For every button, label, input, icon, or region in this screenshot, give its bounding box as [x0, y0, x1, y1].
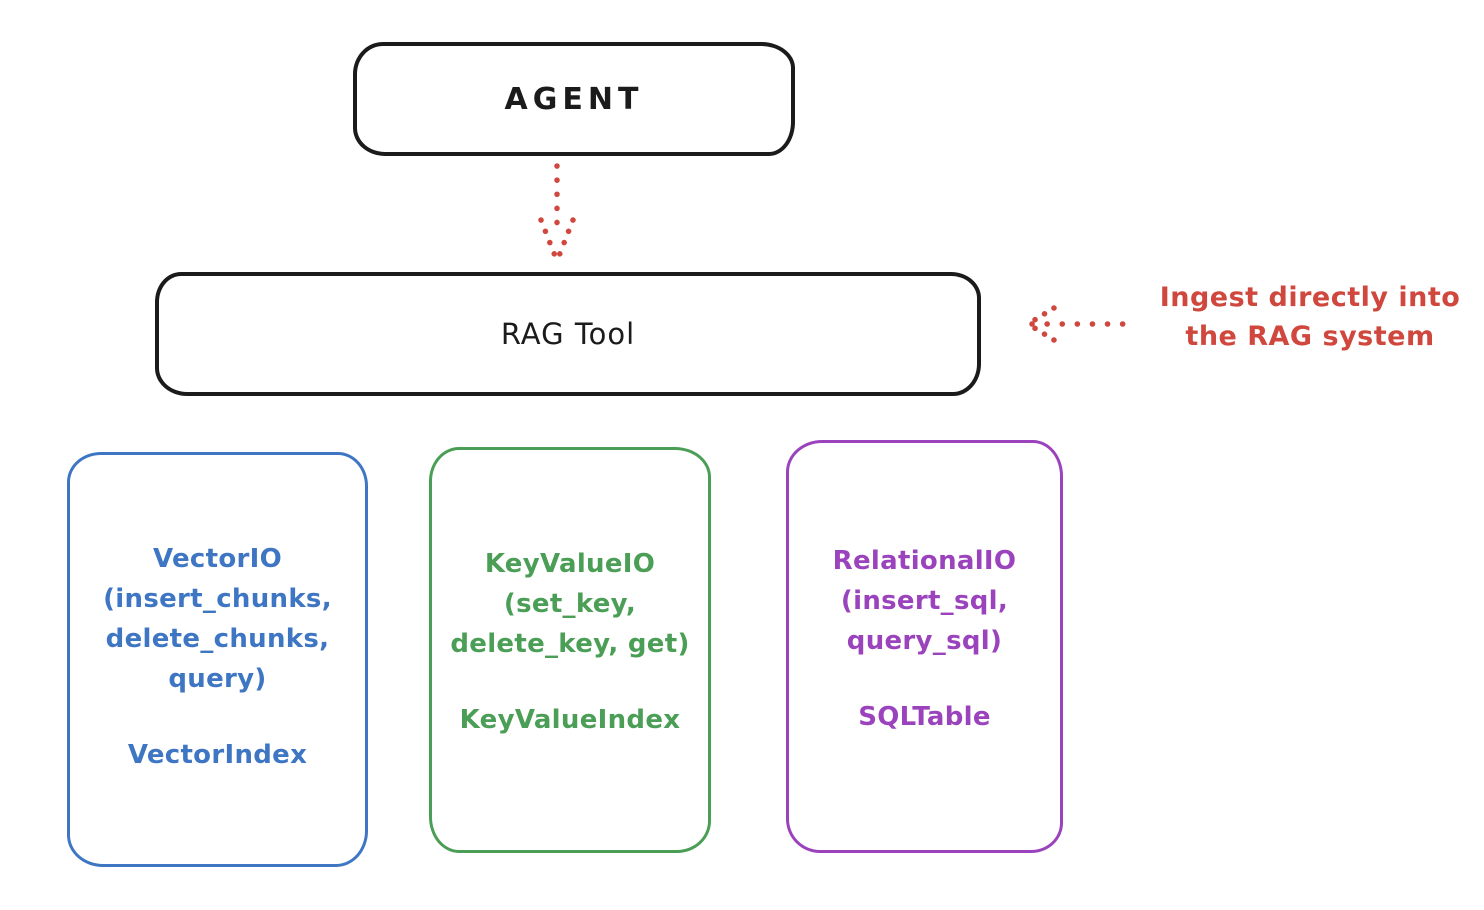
key-value-io-box: KeyValueIO (set_key, delete_key, get) Ke… [429, 447, 711, 853]
vector-io-title-line-4: query) [168, 664, 267, 694]
rag-tool-label: RAG Tool [500, 317, 636, 351]
relational-io-box: RelationalIO (insert_sql, query_sql) SQL… [786, 440, 1063, 853]
dotted-arrow-left-icon [1025, 305, 1137, 343]
ingest-annotation-line-2: the RAG system [1185, 321, 1435, 352]
sql-table-label: SQLTable [858, 702, 991, 732]
agent-box: AGENT [353, 42, 795, 156]
key-value-io-title-line-1: KeyValueIO [484, 549, 656, 579]
vector-io-title-line-3: delete_chunks, [105, 624, 330, 654]
key-value-io-title: KeyValueIO (set_key, delete_key, get) Ke… [432, 544, 708, 740]
relational-io-title-line-3: query_sql) [846, 626, 1003, 656]
relational-io-title-line-1: RelationalIO [832, 546, 1017, 576]
dotted-arrow-down-icon [538, 163, 576, 264]
vector-index-label: VectorIndex [127, 740, 308, 770]
ingest-annotation: Ingest directly into the RAG system [1138, 278, 1482, 356]
vector-io-box: VectorIO (insert_chunks, delete_chunks, … [67, 452, 368, 867]
rag-tool-box: RAG Tool [155, 272, 981, 396]
vector-io-title: VectorIO (insert_chunks, delete_chunks, … [70, 539, 365, 775]
vector-io-title-line-1: VectorIO [152, 544, 283, 574]
key-value-io-title-line-2: (set_key, [503, 589, 637, 619]
ingest-annotation-line-1: Ingest directly into [1159, 282, 1461, 313]
relational-io-title: RelationalIO (insert_sql, query_sql) SQL… [789, 541, 1060, 737]
key-value-index-label: KeyValueIndex [459, 705, 681, 735]
relational-io-title-line-2: (insert_sql, [840, 586, 1009, 616]
vector-io-title-line-2: (insert_chunks, [103, 584, 332, 614]
key-value-io-title-line-3: delete_key, get) [450, 629, 690, 659]
agent-label: AGENT [504, 81, 644, 117]
